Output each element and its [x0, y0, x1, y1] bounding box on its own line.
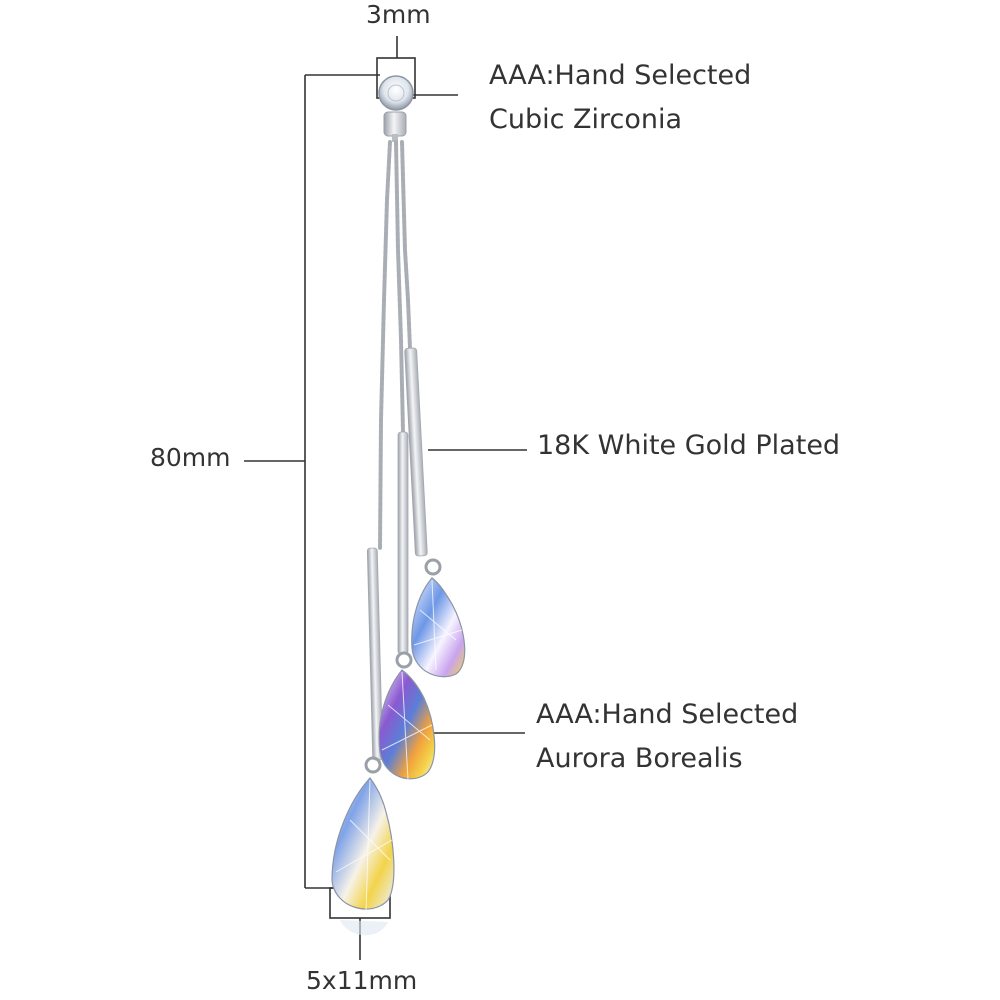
- crystal-drop-large: [331, 777, 395, 910]
- chain-left: [378, 140, 392, 550]
- chain-right: [400, 140, 412, 350]
- drop-size-label: 5x11mm: [306, 966, 418, 995]
- cubic-zirconia-stone: [378, 75, 414, 111]
- cubic-zirconia-callout-line2: Cubic Zirconia: [489, 104, 683, 135]
- bars: [366, 347, 428, 761]
- jump-rings: [364, 558, 442, 774]
- crystal-drop-small: [411, 577, 466, 678]
- bar-right: [404, 347, 428, 557]
- bar-middle: [397, 431, 409, 655]
- aurora-borealis-callout: AAA:Hand Selected Aurora Borealis: [536, 693, 798, 781]
- cubic-zirconia-callout: AAA:Hand Selected Cubic Zirconia: [489, 54, 751, 142]
- crystal-drop-medium: [378, 669, 436, 780]
- chain-middle: [394, 140, 405, 434]
- cubic-zirconia-callout-line1: AAA:Hand Selected: [489, 60, 752, 91]
- stud-post: [383, 111, 407, 137]
- aurora-borealis-callout-line1: AAA:Hand Selected: [536, 699, 799, 730]
- plating-callout: 18K White Gold Plated: [537, 430, 841, 461]
- chains: [378, 140, 412, 550]
- stud: [378, 75, 414, 142]
- total-length-label: 80mm: [150, 443, 231, 472]
- aurora-borealis-callout-line2: Aurora Borealis: [536, 743, 743, 774]
- crystals: [331, 577, 466, 936]
- stone-size-label: 3mm: [366, 0, 431, 29]
- crystal-reflection: [340, 920, 388, 936]
